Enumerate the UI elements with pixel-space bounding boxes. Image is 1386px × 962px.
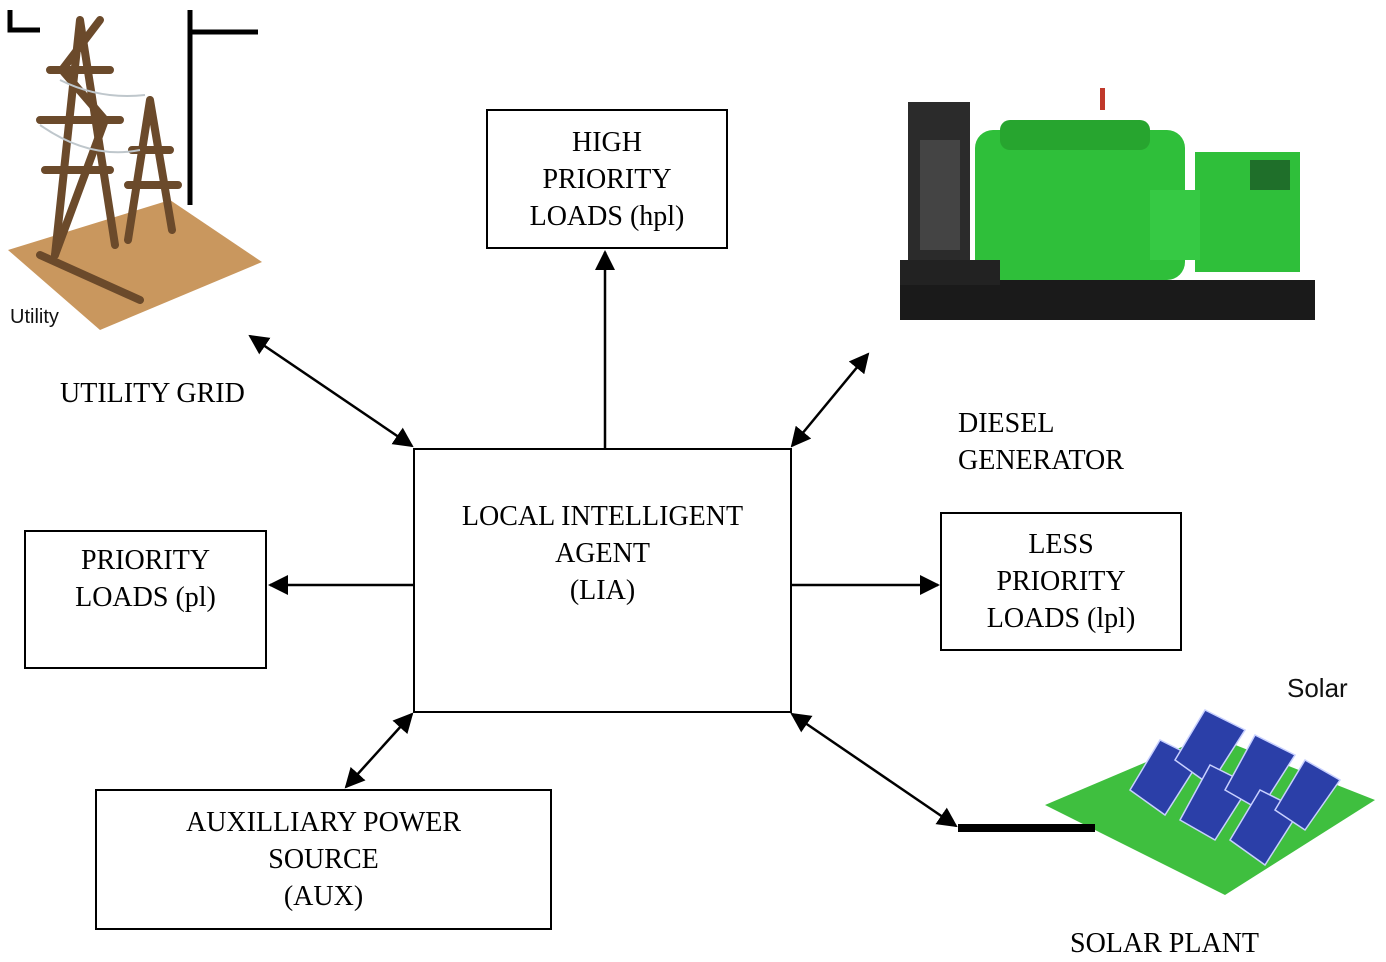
lpl-line-3: LOADS (lpl) bbox=[986, 603, 1136, 634]
pl-line-1: PRIORITY bbox=[80, 545, 211, 576]
hpl-line-2: PRIORITY bbox=[542, 163, 672, 195]
lia-line-1: LOCAL INTELLIGENT bbox=[461, 501, 744, 532]
solar-plant-label: SOLAR PLANT bbox=[1070, 928, 1260, 959]
hpl-line-3: LOADS (hpl) bbox=[529, 200, 685, 232]
diesel-generator-label-line-1: DIESEL bbox=[958, 408, 1055, 439]
arrow-utility-lia bbox=[248, 334, 414, 448]
hpl-line-1: HIGH bbox=[572, 126, 642, 158]
arrow-lia-solar bbox=[790, 712, 958, 828]
pl-line-2: LOADS (pl) bbox=[75, 582, 216, 613]
lpl-line-1: LESS bbox=[1028, 529, 1094, 560]
utility-grid-label: UTILITY GRID bbox=[60, 378, 245, 409]
auxiliary-power-source-box: AUXILLIARY POWER SOURCE (AUX) bbox=[95, 789, 552, 930]
aux-line-3: (AUX) bbox=[283, 881, 364, 912]
lpl-line-2: PRIORITY bbox=[996, 566, 1126, 597]
utility-caption: Utility bbox=[10, 306, 59, 328]
less-priority-loads-box: LESS PRIORITY LOADS (lpl) bbox=[940, 512, 1182, 651]
high-priority-loads-box: HIGH PRIORITY LOADS (hpl) bbox=[486, 109, 728, 249]
lia-line-3: (LIA) bbox=[569, 575, 636, 606]
arrow-aux-lia bbox=[344, 712, 414, 789]
diesel-generator-icon bbox=[900, 88, 1315, 320]
arrow-diesel-lia bbox=[790, 352, 870, 448]
priority-loads-box: PRIORITY LOADS (pl) bbox=[24, 530, 267, 669]
diesel-generator-label-line-2: GENERATOR bbox=[958, 445, 1124, 476]
local-intelligent-agent-box: LOCAL INTELLIGENT AGENT (LIA) bbox=[413, 448, 792, 713]
aux-line-2: SOURCE bbox=[268, 844, 379, 875]
solar-plant-icon bbox=[958, 709, 1375, 895]
utility-tower-icon bbox=[7, 10, 262, 330]
aux-line-1: AUXILLIARY POWER bbox=[185, 807, 462, 838]
solar-caption: Solar bbox=[1287, 673, 1348, 703]
lia-line-2: AGENT bbox=[555, 538, 650, 569]
